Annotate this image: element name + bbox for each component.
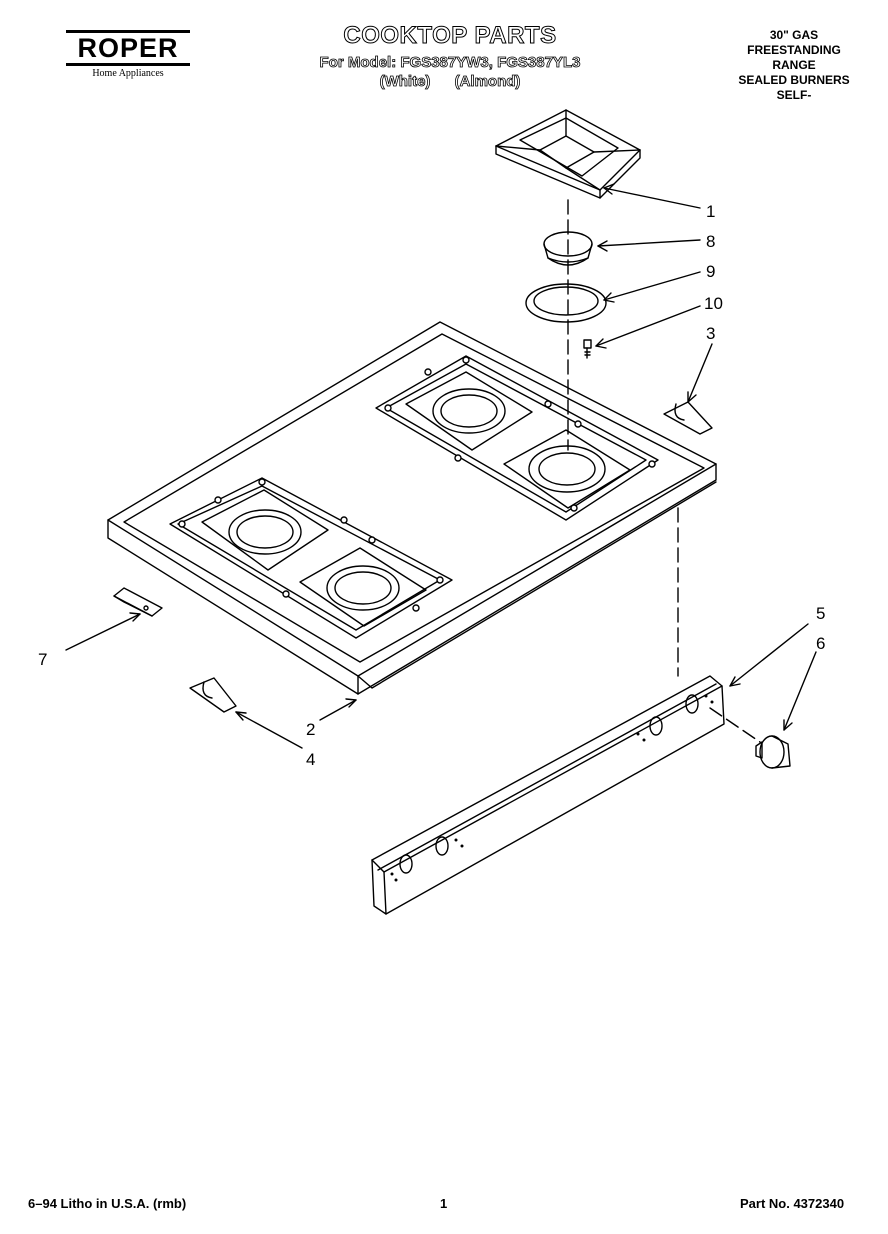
description-line: RANGE — [772, 58, 816, 72]
color-line: (White) (Almond) — [379, 73, 521, 91]
print-info: 6–94 Litho in U.S.A. (rmb) — [28, 1196, 187, 1211]
description-line: FREESTANDING — [747, 43, 841, 57]
mounting-holes — [178, 356, 656, 612]
page-title: COOKTOP PARTS — [343, 22, 557, 50]
callout-1: 1 — [706, 202, 716, 221]
callout-2: 2 — [306, 720, 316, 739]
bracket — [113, 587, 163, 617]
part-number: Part No. 4372340 — [740, 1196, 845, 1211]
callout-3: 3 — [706, 324, 716, 343]
callout-7: 7 — [38, 650, 48, 669]
cooktop-panel — [107, 321, 717, 695]
callout-6: 6 — [816, 634, 826, 653]
hinge-clip-right — [663, 401, 713, 435]
burner-grate — [495, 109, 641, 199]
product-description: 30" GAS FREESTANDING RANGE SEALED BURNER… — [714, 28, 874, 103]
control-panel — [371, 675, 725, 915]
control-knob — [755, 735, 791, 769]
callout-10: 10 — [704, 294, 723, 313]
screw — [583, 339, 592, 359]
burner-openings — [228, 388, 606, 611]
description-line: SELF- — [776, 88, 812, 102]
model-line: For Model: FGS387YW3, FGS387YL3 — [319, 54, 581, 72]
alignment-lines — [567, 199, 761, 743]
hinge-clip-left — [189, 677, 237, 713]
description-line: 30" GAS — [769, 28, 819, 42]
callout-8: 8 — [706, 232, 716, 251]
brand-logo: ROPER — [66, 30, 190, 66]
brand-tagline: Home Appliances — [92, 68, 164, 79]
brand-logo-block: ROPER Home Appliances — [66, 30, 190, 79]
callout-5: 5 — [816, 604, 826, 623]
callout-4: 4 — [306, 750, 316, 769]
burner-ring — [525, 283, 607, 323]
leader-lines — [65, 183, 817, 749]
description-line: SEALED BURNERS — [738, 73, 850, 87]
page-number: 1 — [440, 1196, 448, 1211]
callout-9: 9 — [706, 262, 716, 281]
